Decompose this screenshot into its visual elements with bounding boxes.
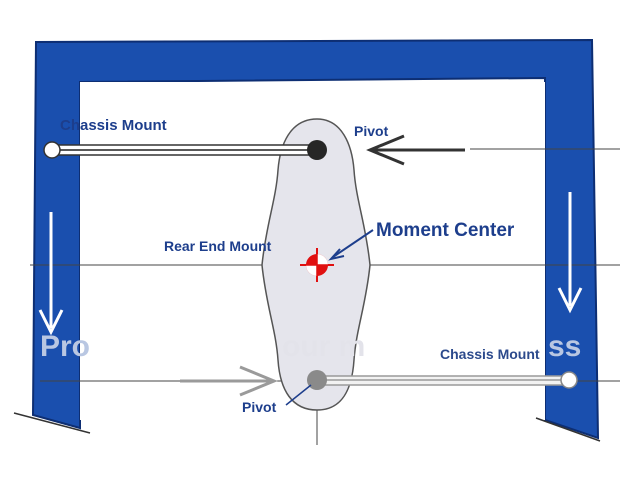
down-arrow-right-icon xyxy=(557,192,583,314)
chassis-mount-left-icon xyxy=(43,141,61,159)
moment-center-label: Moment Center xyxy=(376,220,515,241)
watermark-fragment-left: Pro xyxy=(40,330,91,363)
pivot-bottom-label: Pivot xyxy=(242,399,277,415)
chassis-mount-left-label: Chassis Mount xyxy=(60,117,167,134)
force-arrow-top-icon xyxy=(366,134,465,166)
pivot-top-icon xyxy=(307,140,327,160)
chassis-mount-right-label: Chassis Mount xyxy=(440,346,540,362)
pivot-top-label: Pivot xyxy=(354,123,389,139)
down-arrow-left-icon xyxy=(38,212,64,336)
force-arrow-bottom-icon xyxy=(180,365,278,397)
rear-end-mount-label: Rear End Mount xyxy=(164,238,272,254)
pivot-bottom-leader xyxy=(285,384,312,406)
watermark-fragment-right: ss xyxy=(548,330,582,363)
floor-line-right xyxy=(535,417,601,442)
floor-line-left xyxy=(13,412,91,434)
pivot-bottom-icon xyxy=(307,370,327,390)
watermark-fragment-middle: our m xyxy=(282,330,366,363)
chassis-mount-right-icon xyxy=(560,371,578,389)
moment-center-icon xyxy=(300,248,334,282)
moment-center-leader-arrow xyxy=(328,229,374,261)
